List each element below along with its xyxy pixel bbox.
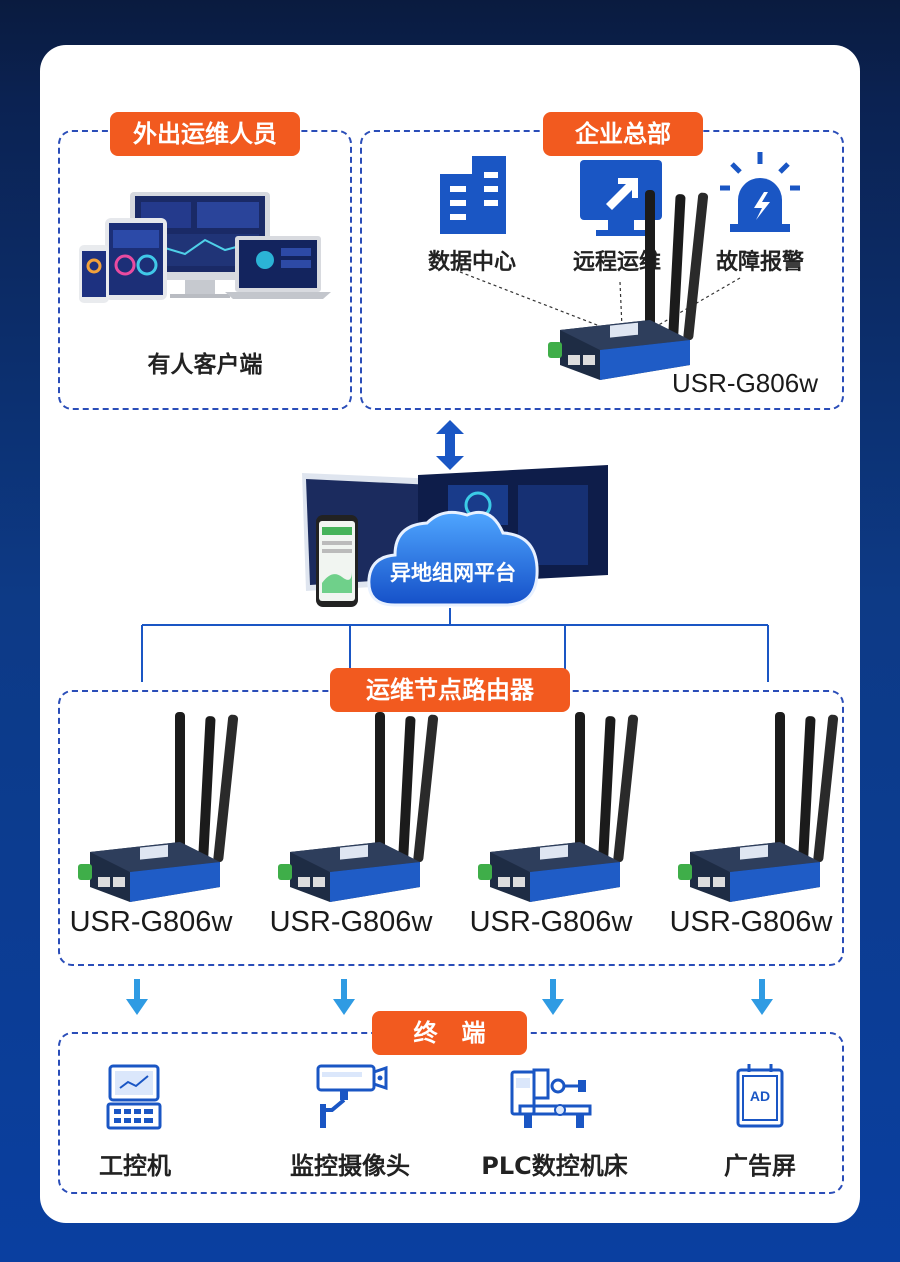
hq-icon-label-2: 故障报警 (715, 250, 804, 275)
node-router-model-3: USR-G806w (669, 906, 833, 938)
node-router-image-2 (478, 712, 639, 902)
terminal-label-3: 广告屏 (724, 1152, 796, 1180)
security-camera-icon (314, 1064, 388, 1130)
ad-icon-text: AD (749, 1088, 771, 1104)
cnc-machine-icon (510, 1066, 596, 1130)
terminal-label-1: 监控摄像头 (290, 1152, 410, 1180)
industrial-pc-icon (106, 1064, 162, 1130)
platform-label: 异地组网平台 (390, 561, 516, 585)
hq-router-model: USR-G806w (672, 368, 818, 398)
double-arrow-icon (436, 420, 464, 470)
remote-monitor-icon (578, 158, 664, 238)
ad-screen-icon (735, 1062, 785, 1130)
field-staff-tag: 外出运维人员 (110, 112, 300, 156)
terminals-tag: 终 端 (372, 1011, 527, 1055)
node-router-model-2: USR-G806w (469, 906, 633, 938)
building-icon (432, 152, 516, 236)
terminal-label-2: PLC数控机床 (481, 1152, 628, 1180)
hq-tag: 企业总部 (543, 112, 703, 156)
node-router-model-0: USR-G806w (69, 906, 233, 938)
node-router-image-0 (78, 712, 239, 902)
node-router-image-1 (278, 712, 439, 902)
network-connectors (141, 608, 769, 682)
nodes-tag: 运维节点路由器 (330, 668, 570, 712)
devices-illustration (75, 190, 335, 305)
hq-icon-label-0: 数据中心 (427, 250, 516, 275)
down-arrow-icons (126, 979, 773, 1015)
node-router-image-3 (678, 712, 839, 902)
node-router-model-1: USR-G806w (269, 906, 433, 938)
cloud-icon (367, 510, 539, 607)
hq-connection-lines (459, 271, 741, 331)
client-label: 有人客户端 (147, 352, 263, 378)
platform-illustration (298, 465, 610, 615)
terminal-label-0: 工控机 (99, 1152, 171, 1180)
alarm-light-icon (718, 150, 802, 234)
